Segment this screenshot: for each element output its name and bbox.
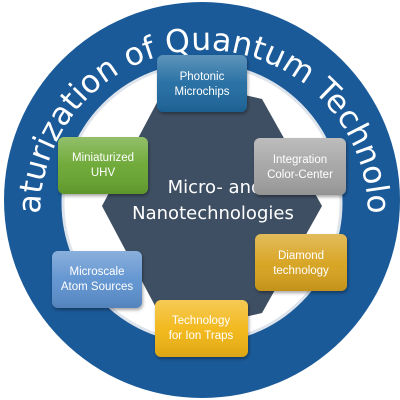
box-atomsources-line2: Atom Sources <box>61 281 133 293</box>
box-integration-color-center <box>254 138 346 195</box>
box-diamond-gloss <box>255 234 347 291</box>
box-miniaturized-uhv <box>58 137 148 194</box>
box-uhv-line2: UHV <box>91 167 116 179</box>
box-uhv-line1: Miniaturized <box>72 152 134 164</box>
box-integration-gloss <box>254 138 346 195</box>
box-iontraps-line2: for Ion Traps <box>169 330 234 342</box>
box-integration-line2: Color-Center <box>267 169 333 181</box>
box-photonic-line2: Microchips <box>175 86 230 98</box>
box-atomsources-gloss <box>52 251 142 308</box>
box-photonic-gloss <box>157 55 247 112</box>
box-diamond-line1: Diamond <box>278 250 324 262</box>
box-diamond-line2: technology <box>273 265 329 277</box>
box-ion-traps <box>155 300 248 357</box>
box-integration-line1: Integration <box>273 154 327 166</box>
box-diamond-technology <box>255 234 347 291</box>
center-label-line1: Micro- and <box>168 177 263 198</box>
center-label-line2: Nanotechnologies <box>132 203 294 224</box>
box-atomsources-line1: Microscale <box>70 266 125 278</box>
box-atom-sources <box>52 251 142 308</box>
box-iontraps-line1: Technology <box>172 315 230 327</box>
box-uhv-gloss <box>58 137 148 194</box>
box-photonic-microchips <box>157 55 247 112</box>
box-iontraps-gloss <box>155 300 248 357</box>
box-photonic-line1: Photonic <box>180 71 225 83</box>
